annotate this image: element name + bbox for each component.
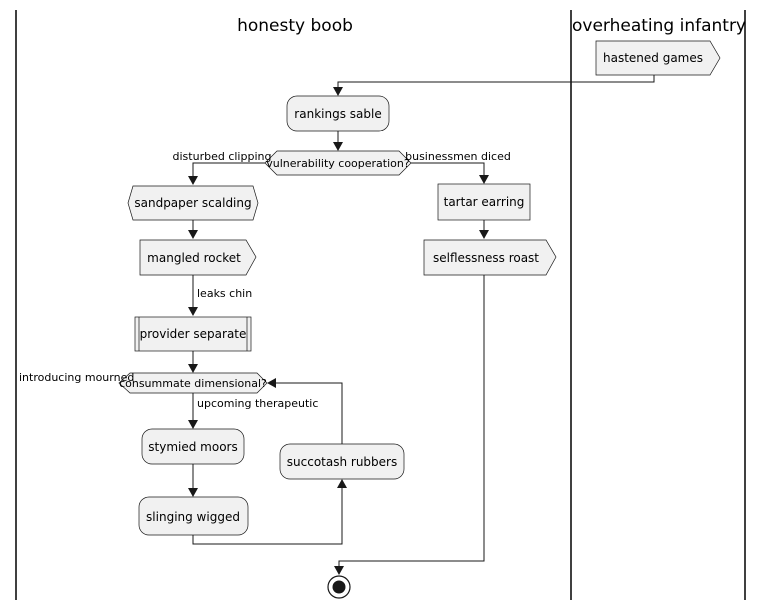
arrowhead — [188, 176, 198, 185]
node-rankings-sable-label: rankings sable — [294, 107, 381, 121]
arrowhead — [479, 230, 489, 239]
arrowhead — [267, 378, 276, 388]
edge-label-leaks-chin: leaks chin — [197, 287, 252, 300]
node-succotash-rubbers[interactable] — [279, 443, 405, 480]
node-consummate-dimensional[interactable] — [118, 372, 268, 394]
node-selflessness-roast[interactable] — [423, 239, 557, 276]
edge-label-upcoming-therapeutic: upcoming therapeutic — [197, 397, 318, 410]
edge-label-disturbed-clipping: disturbed clipping — [173, 150, 272, 163]
node-mangled-rocket-label: mangled rocket — [147, 251, 241, 265]
lane-title-overheating-infantry: overheating infantry — [572, 16, 746, 36]
arrowhead — [334, 566, 344, 575]
node-sandpaper-scalding[interactable] — [127, 185, 259, 221]
arrowhead — [188, 420, 198, 429]
edge-label-introducing-mourned: introducing mourned — [19, 371, 134, 384]
node-hastened-games[interactable] — [595, 40, 721, 76]
node-tartar-earring[interactable] — [437, 183, 531, 221]
arrowhead — [333, 87, 343, 96]
end-node-inner — [332, 580, 346, 594]
node-stymied-moors-label: stymied moors — [148, 440, 237, 454]
arrowhead — [333, 142, 343, 151]
node-consummate-dimensional-label: consummate dimensional? — [119, 377, 267, 390]
edge-decision-to-tartar — [411, 162, 485, 179]
node-selflessness-roast-label: selflessness roast — [433, 251, 539, 265]
edge-selflessness-to-end — [338, 275, 485, 570]
node-tartar-earring-label: tartar earring — [444, 195, 525, 209]
node-provider-separate-label: provider separate — [140, 327, 247, 341]
edge-decision-to-sandpaper — [192, 162, 265, 180]
node-rankings-sable[interactable] — [286, 95, 390, 132]
node-succotash-rubbers-label: succotash rubbers — [287, 455, 397, 469]
node-sandpaper-scalding-label: sandpaper scalding — [134, 196, 251, 210]
node-stymied-moors[interactable] — [141, 428, 245, 465]
arrowhead — [188, 364, 198, 373]
node-provider-separate[interactable] — [134, 316, 252, 352]
arrowhead — [188, 307, 198, 316]
arrowhead — [188, 488, 198, 497]
node-slinging-wigged[interactable] — [138, 496, 249, 536]
edge-succotash-to-consummate — [272, 382, 343, 444]
edge-label-businessmen-diced: businessmen diced — [405, 150, 511, 163]
edge-hastened-to-rankings — [337, 75, 655, 91]
arrowhead — [188, 230, 198, 239]
node-hastened-games-label: hastened games — [603, 51, 703, 65]
node-mangled-rocket[interactable] — [139, 239, 257, 276]
node-slinging-wigged-label: slinging wigged — [146, 510, 240, 524]
lane-title-honesty-boob: honesty boob — [237, 16, 353, 36]
arrowhead — [479, 175, 489, 184]
arrowhead — [337, 479, 347, 488]
node-vulnerability-cooperation-label: vulnerability cooperation? — [266, 157, 410, 170]
node-vulnerability-cooperation[interactable] — [264, 150, 412, 176]
edge-slinging-to-succotash — [192, 484, 343, 545]
